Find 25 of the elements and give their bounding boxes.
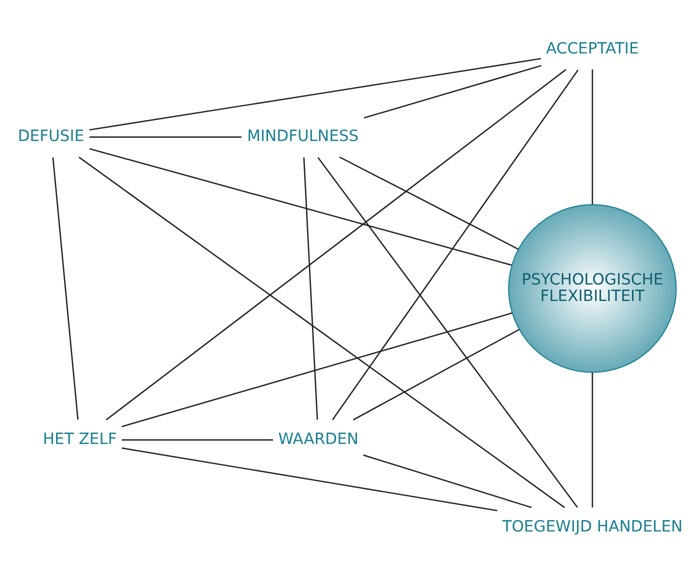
connector (78, 156, 565, 508)
connector (89, 58, 542, 131)
connector (592, 372, 594, 508)
connector (339, 156, 519, 250)
connector (364, 64, 542, 119)
node-text: DEFUSIE (18, 127, 84, 146)
connector (122, 447, 498, 512)
connector (363, 454, 532, 508)
connector (332, 69, 579, 420)
node-text: MINDFULNESS (247, 127, 359, 146)
connector (89, 136, 242, 138)
connector (106, 69, 566, 420)
connector (317, 157, 578, 508)
connector (352, 329, 520, 420)
connector (122, 312, 512, 428)
node-text: HET ZELF (42, 430, 117, 448)
connector (89, 148, 512, 266)
connector (52, 157, 79, 420)
node-text: WAARDEN (278, 430, 359, 448)
node-circle: PSYCHOLOGISCHE FLEXIBILITEIT (508, 204, 677, 373)
connector (122, 439, 274, 441)
node-text: TOEGEWIJD HANDELEN (502, 518, 683, 536)
connector (303, 157, 318, 420)
connector (592, 69, 594, 204)
node-text: ACCEPTATIE (546, 40, 639, 58)
